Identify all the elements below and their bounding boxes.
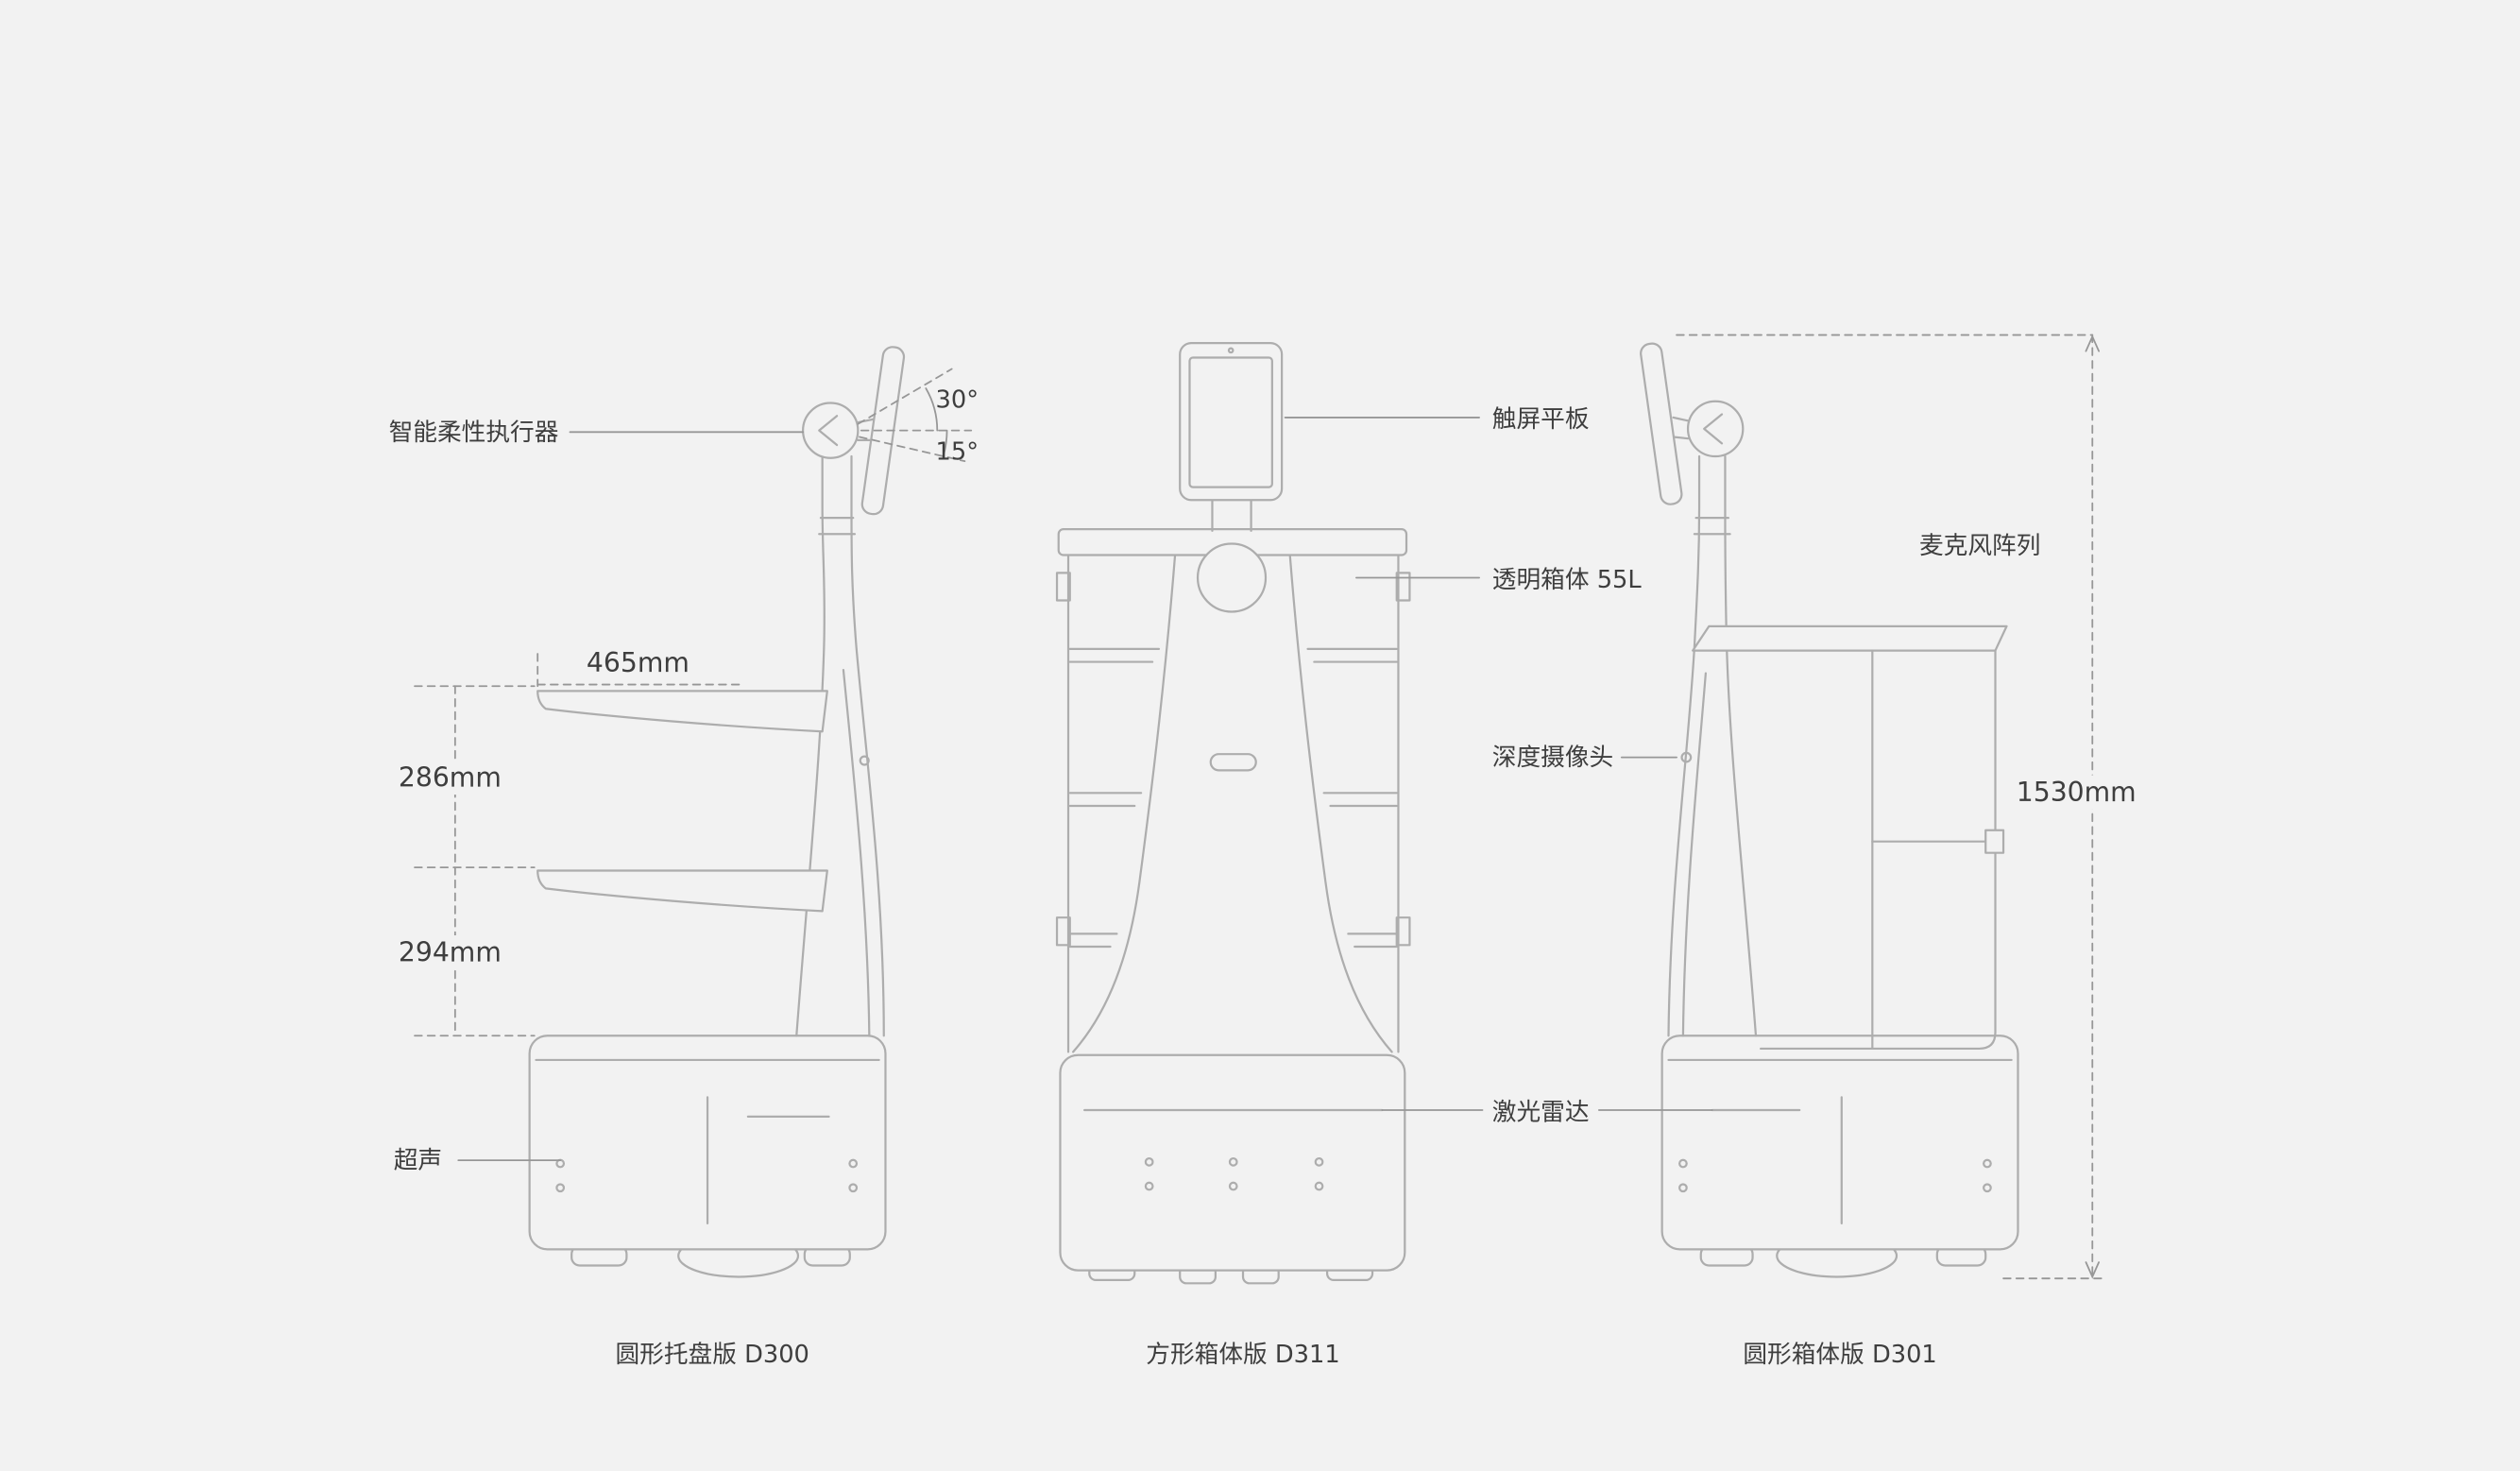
column-front-edge	[795, 454, 826, 1037]
sensor-dot	[1314, 1181, 1324, 1191]
label-lidar: 激光雷达	[1492, 1098, 1590, 1126]
d300-column	[795, 454, 885, 1037]
label-actuator: 智能柔性执行器	[389, 419, 559, 447]
angle-arc-30	[925, 387, 939, 432]
angle-arc-15	[943, 429, 948, 456]
d311-cabin	[1055, 497, 1411, 1053]
label-shelf-gap-upper: 286mm	[399, 761, 502, 793]
label-touchscreen: 触屏平板	[1492, 405, 1590, 434]
d301-base-details	[1667, 1058, 2013, 1225]
sensor-dot	[848, 1158, 859, 1169]
screen-link	[1672, 436, 1690, 440]
column-camera-dot	[859, 755, 870, 766]
label-transparent-box: 透明箱体 55L	[1492, 566, 1643, 594]
shelf-spacing-lines	[414, 685, 536, 1037]
cabin-top-slab	[1692, 624, 2008, 652]
d301-head	[1640, 342, 1745, 505]
d311-tablet	[1179, 342, 1284, 502]
text-labels: 智能柔性执行器 30° 15° 465mm 286mm 294mm 超声 触屏平…	[389, 386, 2137, 1370]
label-angle-15: 15°	[936, 437, 979, 466]
screen-mount-bracket	[1703, 413, 1724, 445]
ultrasonic-sensor-dots	[1678, 1158, 1992, 1193]
label-mask	[392, 935, 502, 970]
depth-camera-dot	[1680, 751, 1693, 763]
caption-d311: 方形箱体版 D311	[1146, 1341, 1339, 1369]
d301-base	[1660, 1035, 2019, 1251]
label-ultrasonic: 超声	[394, 1147, 442, 1175]
caption-d300: 圆形托盘版 D300	[615, 1341, 809, 1369]
cabin-hinge	[1055, 916, 1071, 947]
dimension-lines	[392, 334, 2141, 1280]
height-arrow-bottom	[2085, 1261, 2101, 1279]
column-back-edge	[1724, 454, 1758, 1037]
screen-link	[1672, 416, 1690, 422]
actuator-joint	[802, 402, 860, 459]
robot-d300	[528, 346, 906, 1278]
sensor-dot	[1678, 1158, 1688, 1169]
tower-slot	[1209, 753, 1257, 772]
neck-joint	[1196, 542, 1268, 613]
sensor-dot	[1678, 1183, 1688, 1193]
screen-tilt-angles	[857, 368, 973, 463]
cabin-hinge	[1055, 572, 1071, 602]
label-mask	[2011, 775, 2141, 810]
d300-trays	[536, 690, 828, 913]
label-tray-width: 465mm	[587, 647, 690, 678]
sensor-dot	[1314, 1156, 1324, 1167]
lower-tray	[536, 869, 828, 913]
cabin-hinge	[1395, 916, 1411, 947]
column-front-edge	[1667, 454, 1701, 1037]
center-tower-left-edge	[1072, 554, 1177, 1053]
robot-d301	[1640, 342, 2019, 1278]
sensor-dot	[1144, 1181, 1154, 1191]
ultrasonic-sensor-dots	[1144, 1156, 1324, 1191]
actuator-joint	[1686, 400, 1745, 458]
d301-cabin	[1692, 624, 2008, 1051]
cabin-front-bottom-edge	[1760, 649, 1997, 1051]
cabin-hinge	[1395, 572, 1411, 602]
center-tower-right-edge	[1288, 554, 1393, 1053]
label-shelf-gap-lower: 294mm	[399, 936, 502, 967]
sensor-dot	[1144, 1156, 1154, 1167]
column-inner-contour	[842, 669, 871, 1037]
label-overall-height: 1530mm	[2017, 777, 2137, 808]
label-angle-30: 30°	[936, 386, 979, 415]
label-depth-camera: 深度摄像头	[1492, 744, 1613, 772]
column-back-edge	[850, 454, 885, 1037]
label-mask	[392, 761, 502, 795]
height-arrow-top	[2085, 334, 2101, 352]
d311-base-details	[1083, 1108, 1384, 1191]
screen-panel	[1640, 342, 1683, 505]
sensor-dot	[1983, 1183, 1992, 1193]
d301-column	[1667, 454, 1758, 1037]
screen-mount-bracket	[818, 415, 839, 447]
screen-panel	[860, 346, 906, 516]
column-inner-contour	[1681, 672, 1708, 1037]
sensor-dot	[1983, 1158, 1992, 1169]
sensor-dot	[1228, 1181, 1238, 1191]
tablet-body	[1179, 342, 1284, 502]
cabin-shelves	[1068, 647, 1398, 949]
label-mic-array: 麦克风阵列	[1919, 532, 2040, 560]
ultrasonic-sensor-dots	[555, 1158, 859, 1193]
caption-d301: 圆形箱体版 D301	[1743, 1341, 1936, 1369]
tablet-camera-dot	[1227, 347, 1234, 354]
d300-base-details	[535, 1058, 880, 1225]
sensor-dot	[848, 1183, 859, 1193]
cabin-latch	[1984, 829, 2005, 854]
robot-d311	[1055, 342, 1411, 1285]
sensor-dot	[555, 1183, 566, 1193]
upper-tray	[536, 690, 828, 733]
tablet-screen	[1188, 356, 1273, 488]
sensor-dot	[1228, 1156, 1238, 1167]
d311-base	[1059, 1053, 1406, 1272]
